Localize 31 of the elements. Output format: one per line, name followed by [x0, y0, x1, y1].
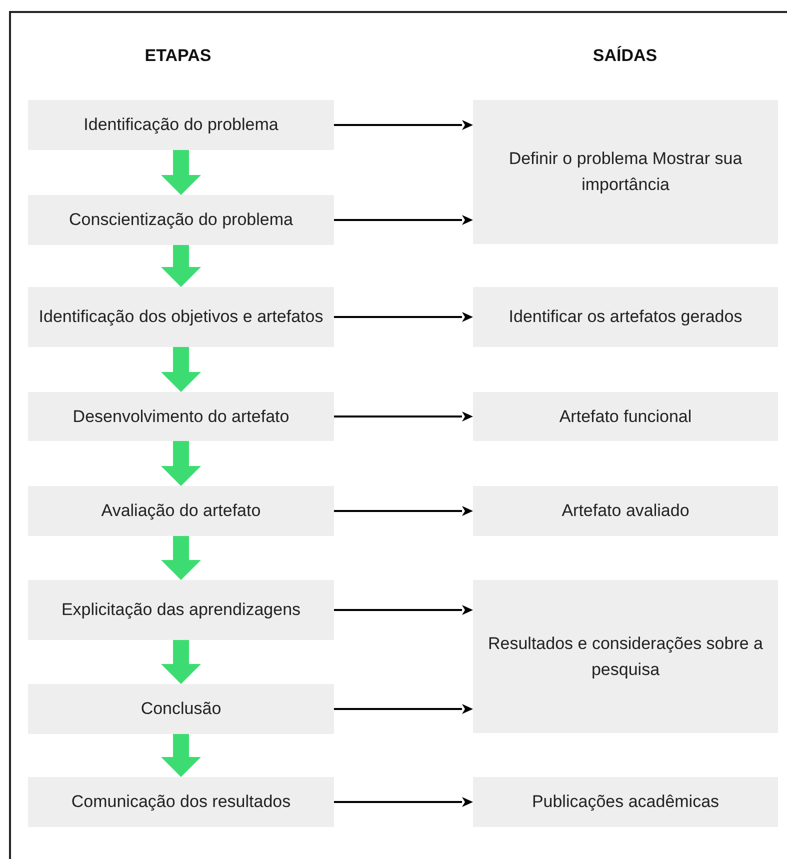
step-box: Conscientização do problema [28, 195, 334, 245]
arrow [334, 506, 473, 516]
arrow [334, 704, 473, 714]
arrow [334, 312, 473, 322]
step-box: Avaliação do artefato [28, 486, 334, 536]
arrow [161, 640, 201, 684]
output-box: Artefato avaliado [473, 486, 778, 536]
arrow [161, 347, 201, 392]
output-box: Identificar os artefatos gerados [473, 287, 778, 347]
column-heading: ETAPAS [144, 46, 212, 66]
arrow [161, 734, 201, 777]
column-heading: SAÍDAS [592, 46, 658, 66]
step-box: Comunicação dos resultados [28, 777, 334, 827]
step-box: Explicitação das aprendizagens [28, 580, 334, 640]
step-box: Conclusão [28, 684, 334, 734]
output-box: Resultados e considerações sobre a pesquisa [473, 580, 778, 733]
step-box: Desenvolvimento do artefato [28, 392, 334, 441]
arrow [161, 536, 201, 580]
arrow [161, 150, 201, 195]
step-box: Identificação do problema [28, 100, 334, 150]
output-box: Definir o problema Mostrar sua importância [473, 100, 778, 244]
arrow [334, 120, 473, 130]
step-box: Identificação dos objetivos e artefatos [28, 287, 334, 347]
arrow [334, 412, 473, 422]
output-box: Publicações acadêmicas [473, 777, 778, 827]
arrow [334, 797, 473, 807]
arrow [334, 215, 473, 225]
output-box: Artefato funcional [473, 392, 778, 441]
arrow [161, 245, 201, 287]
arrow [161, 441, 201, 486]
arrow [334, 605, 473, 615]
